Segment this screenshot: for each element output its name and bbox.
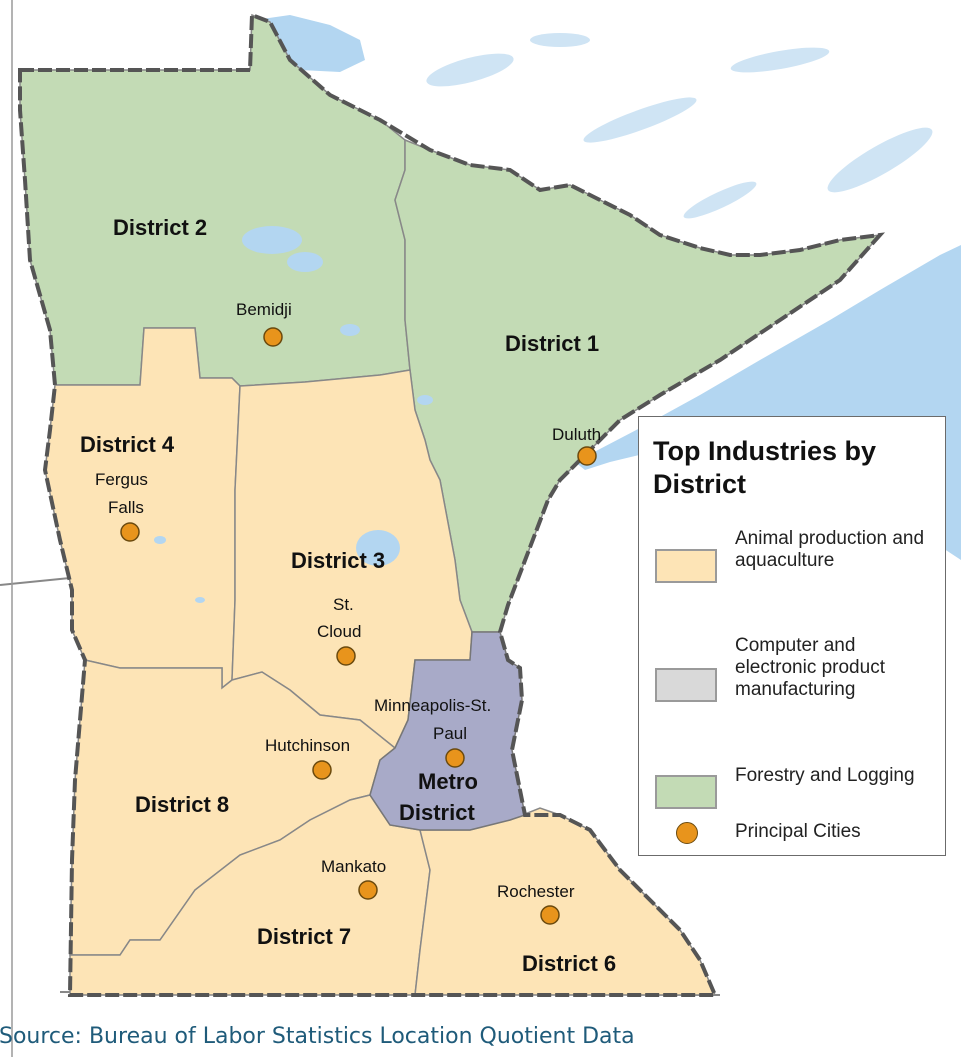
district-3-label: District 3 bbox=[291, 548, 385, 573]
city-marker-fergus-falls bbox=[120, 522, 140, 542]
legend-label-forestry: Forestry and Logging bbox=[735, 765, 915, 786]
city-label-msp-line1: Minneapolis-St. bbox=[374, 696, 491, 715]
map-legend: Top Industries by District Animal produc… bbox=[638, 416, 946, 856]
inland-lakes bbox=[154, 226, 433, 603]
city-label-mankato: Mankato bbox=[321, 857, 386, 876]
city-label-fergus-line2: Falls bbox=[108, 498, 144, 517]
district-7-label: District 7 bbox=[257, 924, 351, 949]
metro-district-label-line1: Metro bbox=[418, 769, 478, 794]
canada-lakes bbox=[426, 33, 933, 219]
legend-label-cities: Principal Cities bbox=[735, 821, 861, 842]
city-label-msp-line2: Paul bbox=[433, 724, 467, 743]
legend-label-computer: Computer and electronic product manufact… bbox=[735, 635, 885, 700]
legend-title: Top Industries by District bbox=[653, 436, 877, 499]
legend-swatch-animal bbox=[655, 549, 717, 583]
legend-label-animal: Animal production and aquaculture bbox=[735, 528, 925, 571]
city-label-rochester: Rochester bbox=[497, 882, 575, 901]
city-marker-st-cloud bbox=[336, 646, 356, 666]
city-marker-bemidji bbox=[263, 327, 283, 347]
city-label-duluth: Duluth bbox=[552, 425, 601, 444]
city-marker-rochester bbox=[540, 905, 560, 925]
legend-swatch-computer bbox=[655, 668, 717, 702]
district-1-label: District 1 bbox=[505, 331, 599, 356]
district-6-label: District 6 bbox=[522, 951, 616, 976]
city-label-stcloud-line1: St. bbox=[333, 595, 354, 614]
source-note: Source: Bureau of Labor Statistics Locat… bbox=[0, 1024, 635, 1049]
city-marker-mankato bbox=[358, 880, 378, 900]
district-8-label: District 8 bbox=[135, 792, 229, 817]
metro-district-label-line2: District bbox=[399, 800, 475, 825]
district-4-label: District 4 bbox=[80, 432, 175, 457]
city-label-stcloud-line2: Cloud bbox=[317, 622, 361, 641]
city-marker-hutchinson bbox=[312, 760, 332, 780]
district-2-label: District 2 bbox=[113, 215, 207, 240]
state-outline bbox=[18, 12, 886, 997]
city-label-bemidji: Bemidji bbox=[236, 300, 292, 319]
city-marker-duluth bbox=[577, 446, 597, 466]
legend-swatch-forestry bbox=[655, 775, 717, 809]
legend-city-dot-icon bbox=[676, 822, 698, 844]
city-markers bbox=[120, 327, 597, 925]
city-label-fergus-line1: Fergus bbox=[95, 470, 148, 489]
city-marker-minneapolis-st-paul bbox=[445, 748, 465, 768]
city-label-hutchinson: Hutchinson bbox=[265, 736, 350, 755]
